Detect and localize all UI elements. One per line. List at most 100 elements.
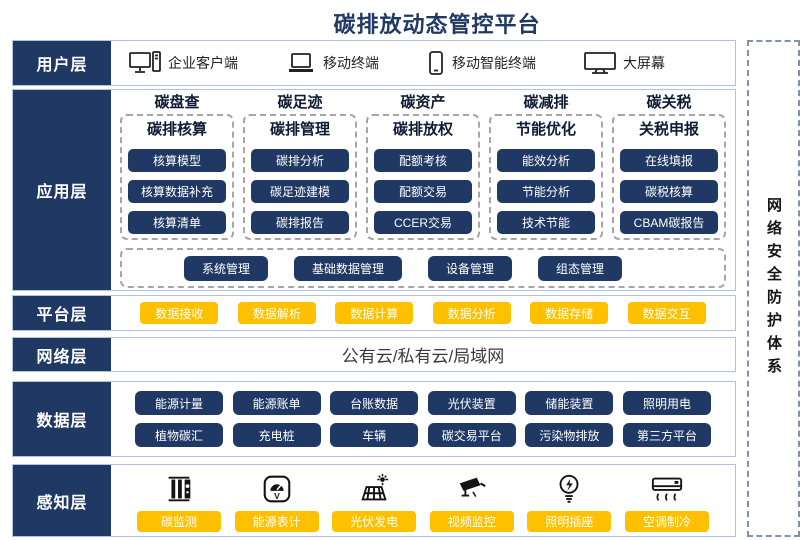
security-system-panel: 网络安全防护体系: [747, 40, 800, 537]
security-system-label: 网络安全防护体系: [765, 196, 782, 381]
app-item-chip: 碳足迹建模: [251, 180, 349, 203]
laptop-icon: [286, 51, 316, 75]
data-source-chip: 充电桩: [232, 423, 321, 447]
data-source-row: 能源计量 能源账单 台账数据 光伏装置 储能装置 照明用电: [135, 391, 711, 415]
sense-item-label: 光伏发电: [332, 511, 417, 532]
desktop-pc-icon: [129, 51, 161, 75]
app-module-box: 关税申报 在线填报 碳税核算 CBAM碳报告: [612, 114, 726, 240]
app-item-chip: 核算清单: [128, 211, 226, 234]
platform-chip: 数据计算: [335, 302, 414, 324]
common-module-chip: 组态管理: [538, 255, 623, 281]
user-layer-row: 用户层 企业客户端: [12, 40, 736, 86]
app-item-chip: 节能分析: [497, 180, 595, 203]
app-layer-body: 碳盘查 碳排核算 核算模型 核算数据补充 核算清单 碳足迹 碳排管理: [111, 90, 735, 290]
data-source-chip: 第三方平台: [622, 423, 711, 447]
sense-layer-row: 感知层 碳监测: [12, 464, 736, 537]
network-layer-row: 网络层 公有云/私有云/局域网: [12, 337, 736, 372]
network-layer-body: 公有云/私有云/局域网: [111, 338, 735, 371]
sense-item-solar: 光伏发电: [330, 470, 418, 536]
platform-chip: 数据解析: [237, 302, 316, 324]
network-text: 公有云/私有云/局域网: [341, 347, 505, 366]
user-item-mobile-terminal: 移动终端: [286, 51, 379, 75]
app-item-chip: CCER交易: [374, 211, 472, 234]
app-columns: 碳盘查 碳排核算 核算模型 核算数据补充 核算清单 碳足迹 碳排管理: [120, 94, 726, 240]
app-item-chip: 能效分析: [497, 149, 595, 172]
data-source-chip: 光伏装置: [427, 391, 516, 415]
common-module-chip: 系统管理: [183, 255, 268, 281]
app-module-label: 关税申报: [638, 121, 699, 138]
app-common-modules-box: 系统管理 基础数据管理 设备管理 组态管理: [120, 248, 726, 288]
app-item-chip: 碳税核算: [620, 180, 718, 203]
data-source-chip: 碳交易平台: [427, 423, 516, 447]
sense-item-energy-meter: V 能源表计: [233, 470, 321, 536]
data-source-row: 植物碳汇 充电桩 车辆 碳交易平台 污染物排放 第三方平台: [135, 423, 711, 447]
user-item-label: 移动终端: [323, 55, 379, 71]
app-category-label: 碳资产: [400, 94, 446, 111]
sense-item-label: 碳监测: [137, 511, 221, 532]
user-item-label: 移动智能终端: [452, 55, 536, 71]
app-column-inventory: 碳盘查 碳排核算 核算模型 核算数据补充 核算清单: [120, 94, 234, 240]
air-conditioner-icon: [649, 470, 685, 506]
sense-item-cctv: 视频监控: [428, 470, 516, 536]
app-module-label: 碳排放权: [392, 121, 453, 138]
data-source-chip: 能源账单: [232, 391, 321, 415]
user-item-big-screen: 大屏幕: [584, 51, 665, 75]
data-source-chip: 照明用电: [622, 391, 711, 415]
app-category-label: 碳减排: [523, 94, 569, 111]
user-item-enterprise-client: 企业客户端: [129, 51, 238, 75]
platform-layer-row: 平台层 数据接收 数据解析 数据计算 数据分析 数据存储 数据交互: [12, 295, 736, 331]
energy-meter-icon: V: [260, 470, 294, 506]
app-item-chip: 碳排报告: [251, 211, 349, 234]
light-bulb-icon: [552, 470, 586, 506]
platform-chip: 数据存储: [530, 302, 609, 324]
app-module-box: 节能优化 能效分析 节能分析 技术节能: [489, 114, 603, 240]
app-module-label: 节能优化: [515, 121, 576, 138]
app-module-box: 碳排管理 碳排分析 碳足迹建模 碳排报告: [243, 114, 357, 240]
sense-item-label: 空调制冷: [624, 511, 709, 532]
app-layer-label: 应用层: [13, 90, 111, 290]
svg-text:V: V: [274, 491, 280, 501]
user-layer-body: 企业客户端 移动终端: [111, 41, 735, 85]
app-layer-row: 应用层 碳盘查 碳排核算 核算模型 核算数据补充 核算清单: [12, 89, 736, 291]
platform-chip: 数据交互: [627, 302, 706, 324]
app-item-chip: 核算数据补充: [128, 180, 226, 203]
app-column-reduction: 碳减排 节能优化 能效分析 节能分析 技术节能: [489, 94, 603, 240]
cctv-camera-icon: [454, 470, 490, 506]
data-source-chip: 台账数据: [330, 391, 419, 415]
sense-item-carbon-monitor: 碳监测: [135, 470, 223, 536]
platform-chip: 数据分析: [432, 302, 511, 324]
app-item-chip: 技术节能: [497, 211, 595, 234]
user-item-label: 企业客户端: [168, 55, 238, 71]
app-column-tariff: 碳关税 关税申报 在线填报 碳税核算 CBAM碳报告: [612, 94, 726, 240]
sense-item-ac: 空调制冷: [623, 470, 711, 536]
page-title: 碳排放动态管控平台: [333, 12, 541, 37]
sense-layer-label: 感知层: [13, 465, 111, 536]
smartphone-icon: [427, 51, 445, 75]
sense-item-label: 视频监控: [429, 511, 514, 532]
data-source-chip: 植物碳汇: [135, 423, 223, 447]
user-item-smart-mobile: 移动智能终端: [427, 51, 536, 75]
app-item-chip: 核算模型: [128, 149, 226, 172]
platform-layer-body: 数据接收 数据解析 数据计算 数据分析 数据存储 数据交互: [111, 296, 735, 330]
data-source-chip: 车辆: [330, 423, 419, 447]
app-column-asset: 碳资产 碳排放权 配额考核 配额交易 CCER交易: [366, 94, 480, 240]
diagram-layout: 用户层 企业客户端: [12, 40, 800, 537]
platform-chip: 数据接收: [140, 302, 219, 324]
user-layer-label: 用户层: [13, 41, 111, 85]
app-module-label: 碳排管理: [269, 121, 330, 138]
platform-layer-label: 平台层: [13, 296, 111, 330]
app-category-label: 碳关税: [646, 94, 692, 111]
data-source-chip: 污染物排放: [525, 423, 614, 447]
sense-item-label: 照明插座: [527, 511, 612, 532]
app-category-label: 碳足迹: [277, 94, 323, 111]
sense-item-label: 能源表计: [234, 511, 319, 532]
app-category-label: 碳盘查: [154, 94, 200, 111]
app-item-chip: 配额交易: [374, 180, 472, 203]
network-layer-label: 网络层: [13, 338, 111, 371]
carbon-monitor-icon: [162, 470, 196, 506]
user-item-label: 大屏幕: [623, 55, 665, 71]
common-module-chip: 设备管理: [428, 255, 513, 281]
common-module-chip: 基础数据管理: [293, 255, 402, 281]
app-item-chip: CBAM碳报告: [620, 211, 718, 234]
